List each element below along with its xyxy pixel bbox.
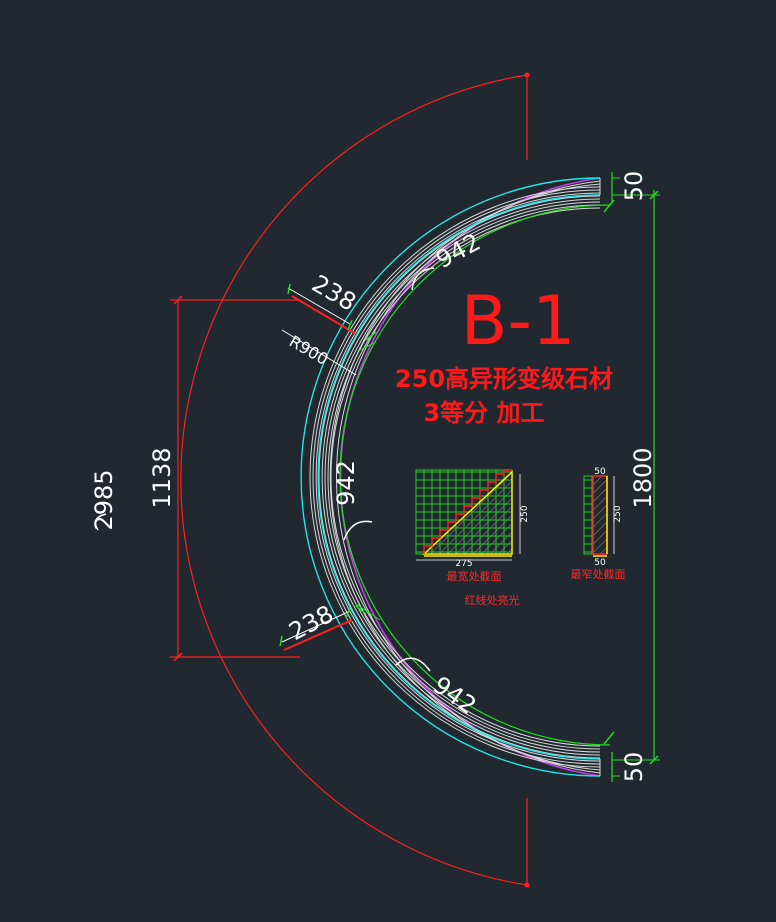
narrow-width-label: 50 bbox=[594, 558, 606, 568]
narrow-top-label: 50 bbox=[594, 467, 606, 477]
wide-height-label: 250 bbox=[520, 505, 530, 522]
section-wide-detail: 275 250 最宽处截面 红线处亮光 bbox=[415, 469, 530, 607]
chord-label: 1138 bbox=[148, 447, 176, 508]
section-narrow-detail: 50 50 250 最窄处截面 bbox=[571, 467, 626, 581]
narrow-height-label: 250 bbox=[613, 505, 623, 522]
division-lines bbox=[283, 295, 357, 651]
chord-dimension: 1138 bbox=[148, 295, 300, 662]
right-vertical-dimension: 1800 50 50 bbox=[611, 171, 660, 783]
arc-symbol-icon bbox=[395, 657, 431, 672]
radius-label: R900 bbox=[286, 332, 332, 369]
outer-arc-dimension: 2985 bbox=[90, 72, 530, 888]
stone-band-arcs bbox=[300, 177, 601, 777]
arc-symbol-icon bbox=[94, 513, 107, 531]
arc-symbol-icon bbox=[343, 520, 373, 541]
drawing-title: B-1 bbox=[461, 282, 575, 361]
right-total-label: 1800 bbox=[629, 447, 657, 508]
title-block: B-1 250高异形变级石材 3等分 加工 bbox=[395, 282, 613, 427]
bottom-gap-label: 50 bbox=[620, 752, 648, 783]
wide-caption: 最宽处截面 bbox=[447, 569, 502, 583]
top-gap-label: 50 bbox=[620, 171, 648, 202]
polish-note: 红线处亮光 bbox=[465, 593, 520, 607]
outer-arc-label: 2985 bbox=[90, 469, 118, 530]
subtitle-line1: 250高异形变级石材 bbox=[395, 365, 613, 393]
arc-symbol-icon bbox=[411, 267, 435, 291]
wide-width-label: 275 bbox=[455, 559, 472, 569]
subtitle-line2: 3等分 加工 bbox=[423, 399, 544, 427]
inner-arc-mid-label: 942 bbox=[332, 460, 360, 506]
narrow-caption: 最窄处截面 bbox=[571, 567, 626, 581]
